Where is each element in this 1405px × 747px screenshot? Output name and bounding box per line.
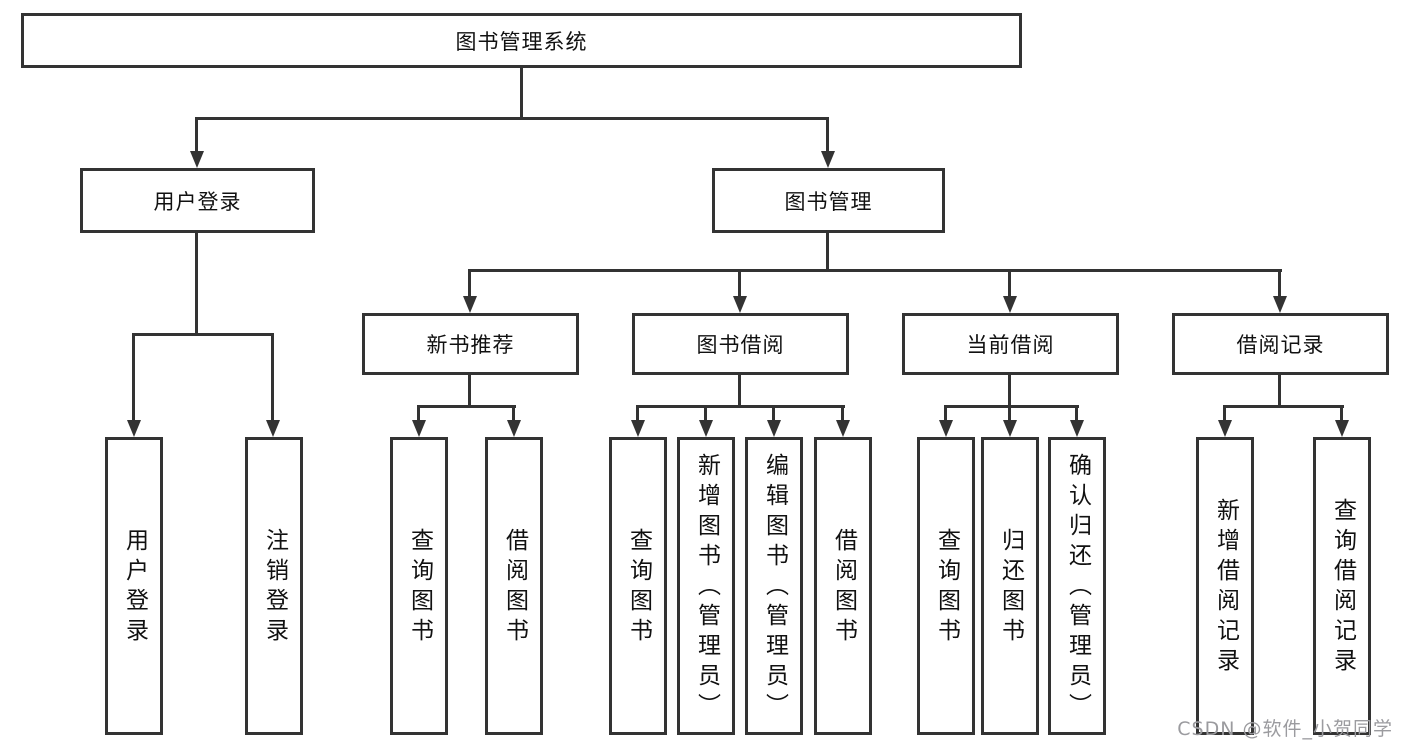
- arrowhead-down: [1218, 420, 1232, 437]
- connector-stub: [1075, 405, 1078, 422]
- leaf-confirm-return-admin: 确认归还（管理员）: [1048, 437, 1106, 735]
- connector-book-borrow-stem: [738, 375, 741, 407]
- connector-stub: [1008, 269, 1011, 298]
- node-label: 图书借阅: [696, 333, 785, 357]
- arrowhead-down: [507, 420, 521, 437]
- leaf-borrow-books: 借阅图书: [814, 437, 872, 735]
- leaf-label: 新增借阅记录: [1212, 498, 1239, 678]
- connector-stub: [1278, 269, 1281, 298]
- connector-root-stem: [520, 68, 523, 118]
- arrowhead-down: [463, 296, 477, 313]
- leaf-label: 查询图书: [406, 528, 433, 648]
- connector-stub: [841, 405, 844, 422]
- arrowhead-down: [767, 420, 781, 437]
- arrowhead-down: [836, 420, 850, 437]
- connector-stub: [512, 405, 515, 422]
- csdn-watermark: CSDN @软件_小贺同学: [1177, 718, 1393, 740]
- connector-stub: [944, 405, 947, 422]
- leaf-label: 查询图书: [933, 528, 960, 648]
- arrowhead-down: [821, 151, 835, 168]
- arrowhead-down: [939, 420, 953, 437]
- leaf-query-books: 查询图书: [390, 437, 448, 735]
- connector-user-login-rail: [132, 333, 274, 336]
- node-user-login: 用户登录: [80, 168, 315, 233]
- connector-stub: [826, 117, 829, 152]
- node-label: 新书推荐: [426, 333, 515, 357]
- leaf-query-books: 查询图书: [917, 437, 975, 735]
- leaf-add-books-admin: 新增图书（管理员）: [677, 437, 735, 735]
- connector-book-mgmt-stem: [826, 233, 829, 271]
- connector-user-login-stem: [195, 233, 198, 335]
- node-book-management: 图书管理: [712, 168, 945, 233]
- connector-stub: [417, 405, 420, 422]
- connector-stub: [271, 333, 274, 421]
- node-label: 图书管理系统: [455, 29, 588, 54]
- arrowhead-down: [699, 420, 713, 437]
- leaf-query-borrow-record: 查询借阅记录: [1313, 437, 1371, 735]
- connector-book-mgmt-rail: [468, 269, 1282, 272]
- connector-stub: [195, 117, 198, 152]
- arrowhead-down: [412, 420, 426, 437]
- connector-stub: [772, 405, 775, 422]
- leaf-add-borrow-record: 新增借阅记录: [1196, 437, 1254, 735]
- connector-stub: [1008, 405, 1011, 422]
- connector-root-rail: [195, 117, 829, 120]
- arrowhead-down: [190, 151, 204, 168]
- node-label: 当前借阅: [966, 333, 1055, 357]
- leaf-label: 借阅图书: [501, 528, 528, 648]
- leaf-label: 查询图书: [625, 528, 652, 648]
- leaf-user-login: 用户登录: [105, 437, 163, 735]
- connector-stub: [468, 269, 471, 298]
- connector-new-books-rail: [417, 405, 516, 408]
- arrowhead-down: [733, 296, 747, 313]
- connector-stub: [132, 333, 135, 421]
- arrowhead-down: [266, 420, 280, 437]
- node-root-system: 图书管理系统: [21, 13, 1022, 68]
- arrowhead-down: [1003, 296, 1017, 313]
- leaf-label: 用户登录: [121, 528, 148, 648]
- node-borrow-records: 借阅记录: [1172, 313, 1389, 375]
- arrowhead-down: [1070, 420, 1084, 437]
- node-book-borrow: 图书借阅: [632, 313, 849, 375]
- leaf-label: 注销登录: [261, 528, 288, 648]
- connector-stub: [636, 405, 639, 422]
- node-current-borrow: 当前借阅: [902, 313, 1119, 375]
- connector-stub: [1340, 405, 1343, 422]
- leaf-label: 借阅图书: [830, 528, 857, 648]
- leaf-label: 确认归还（管理员）: [1064, 453, 1091, 723]
- leaf-label: 归还图书: [997, 528, 1024, 648]
- connector-book-borrow-rail: [636, 405, 845, 408]
- leaf-query-books: 查询图书: [609, 437, 667, 735]
- node-label: 用户登录: [153, 189, 242, 214]
- leaf-label: 查询借阅记录: [1329, 498, 1356, 678]
- leaf-return-books: 归还图书: [981, 437, 1039, 735]
- connector-new-books-stem: [468, 375, 471, 407]
- node-new-book-recommend: 新书推荐: [362, 313, 579, 375]
- connector-stub: [1223, 405, 1226, 422]
- arrowhead-down: [1335, 420, 1349, 437]
- connector-stub: [738, 269, 741, 298]
- node-label: 图书管理: [784, 189, 873, 214]
- connector-current-borrow-rail: [944, 405, 1079, 408]
- leaf-label: 新增图书（管理员）: [693, 453, 720, 723]
- arrowhead-down: [127, 420, 141, 437]
- arrowhead-down: [1003, 420, 1017, 437]
- connector-stub: [704, 405, 707, 422]
- leaf-edit-books-admin: 编辑图书（管理员）: [745, 437, 803, 735]
- arrowhead-down: [1273, 296, 1287, 313]
- connector-records-rail: [1223, 405, 1344, 408]
- connector-records-stem: [1278, 375, 1281, 407]
- connector-current-borrow-stem: [1008, 375, 1011, 407]
- node-label: 借阅记录: [1236, 333, 1325, 357]
- leaf-logout: 注销登录: [245, 437, 303, 735]
- leaf-borrow-books: 借阅图书: [485, 437, 543, 735]
- leaf-label: 编辑图书（管理员）: [761, 453, 788, 723]
- arrowhead-down: [631, 420, 645, 437]
